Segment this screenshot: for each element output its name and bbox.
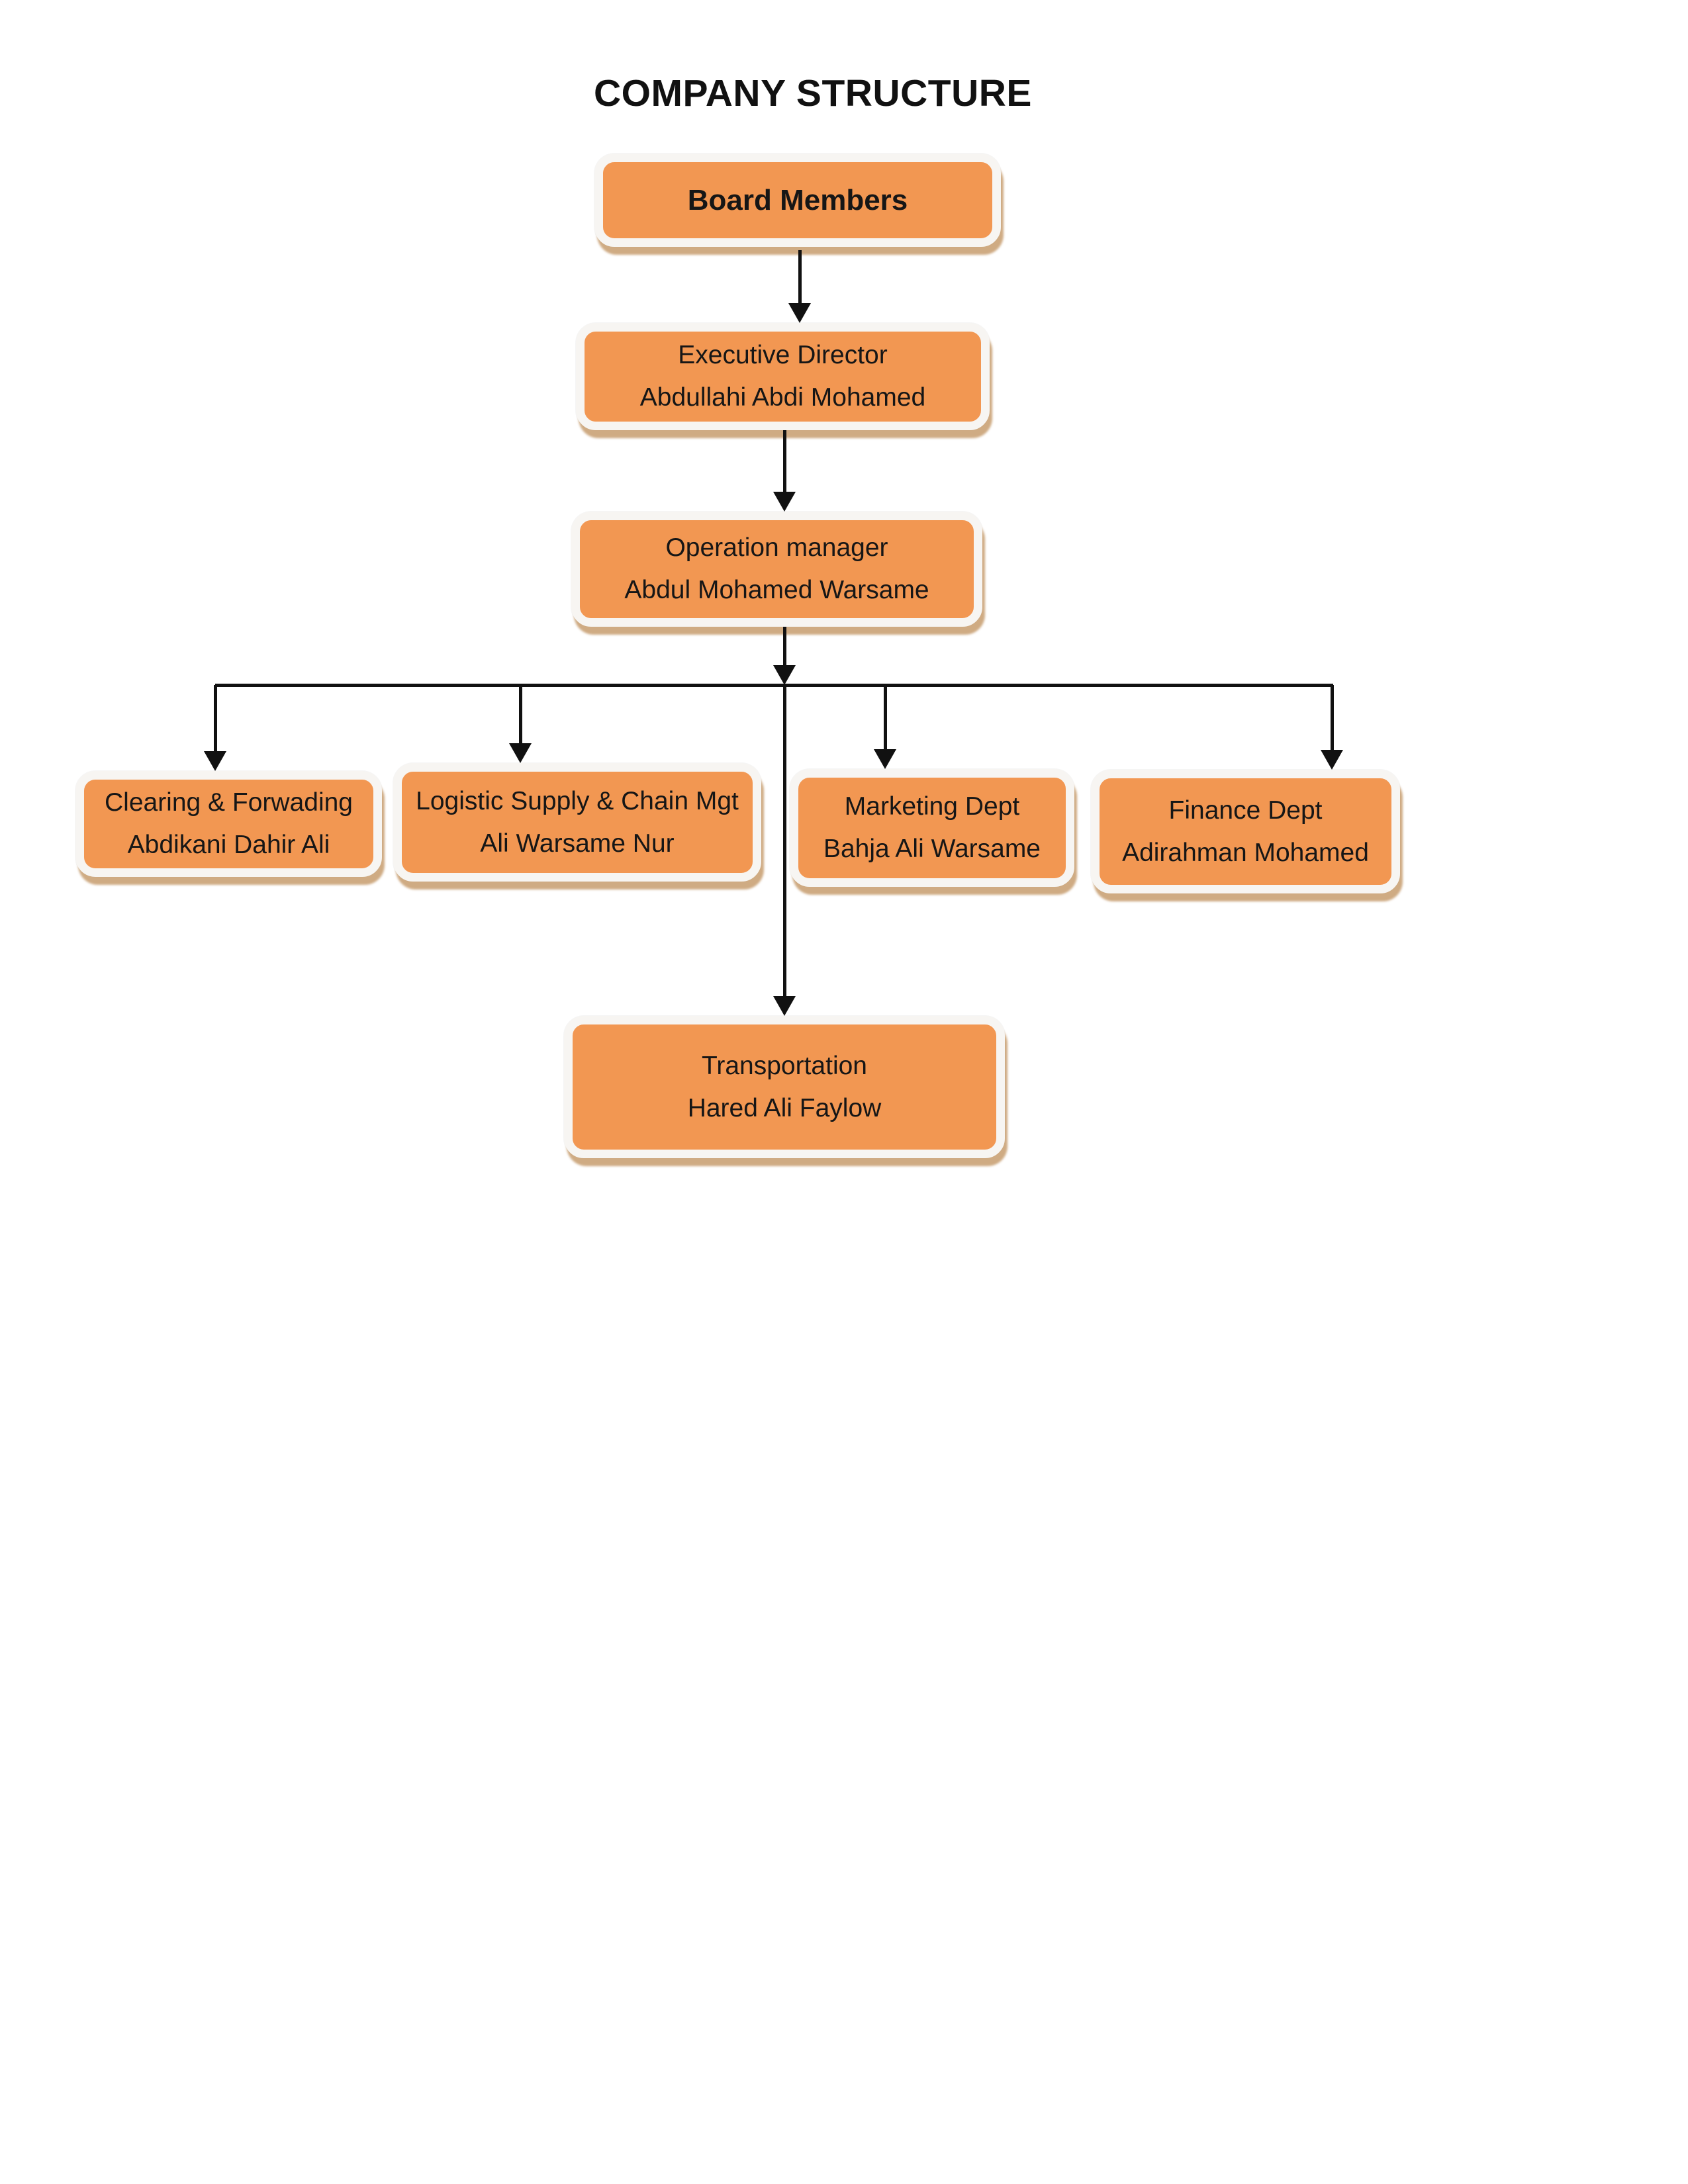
org-node-transportation: Transportation Hared Ali Faylow <box>564 1016 1005 1158</box>
node-title: Operation manager <box>665 533 888 562</box>
node-person-name: Abdullahi Abdi Mohamed <box>639 383 926 412</box>
connector-rail-finance-line <box>1331 685 1334 751</box>
org-node-operation-manager: Operation manager Abdul Mohamed Warsame <box>571 512 982 627</box>
org-node-executive-director: Executive Director Abdullahi Abdi Mohame… <box>576 323 990 430</box>
org-node-finance-dept: Finance Dept Adirahman Mohamed <box>1091 770 1400 893</box>
connector-rail-logistic-line <box>519 685 522 745</box>
node-title: Finance Dept <box>1168 796 1323 825</box>
connector-operation-rail-line <box>783 627 786 666</box>
node-title: Board Members <box>687 183 908 216</box>
arrowhead-icon <box>204 751 226 771</box>
node-title: Marketing Dept <box>844 792 1020 821</box>
node-title: Logistic Supply & Chain Mgt <box>416 786 739 815</box>
node-person-name: Ali Warsame Nur <box>480 829 675 858</box>
arrowhead-icon <box>874 749 896 769</box>
node-person-name: Abdikani Dahir Ali <box>127 831 330 859</box>
arrowhead-icon <box>1321 750 1343 770</box>
node-person-name: Adirahman Mohamed <box>1122 838 1369 867</box>
node-title: Clearing & Forwading <box>104 788 353 817</box>
org-node-logistic-supply: Logistic Supply & Chain Mgt Ali Warsame … <box>393 763 761 882</box>
connector-rail <box>215 684 1333 687</box>
arrowhead-icon <box>773 665 796 685</box>
org-node-marketing-dept: Marketing Dept Bahja Ali Warsame <box>790 769 1074 887</box>
arrowhead-icon <box>509 743 532 763</box>
org-node-clearing-forwarding: Clearing & Forwading Abdikani Dahir Ali <box>75 771 382 877</box>
node-person-name: Abdul Mohamed Warsame <box>624 576 929 604</box>
connector-rail-clearing-line <box>214 685 217 752</box>
connector-rail-transportation-line <box>783 687 786 997</box>
node-person-name: Bahja Ali Warsame <box>823 835 1041 863</box>
node-person-name: Hared Ali Faylow <box>687 1093 882 1122</box>
arrowhead-icon <box>788 303 811 323</box>
arrowhead-icon <box>773 492 796 512</box>
arrowhead-icon <box>773 996 796 1016</box>
connector-board-executive-line <box>798 250 802 304</box>
node-title: Executive Director <box>678 341 888 369</box>
node-title: Transportation <box>701 1051 867 1080</box>
connector-rail-marketing-line <box>884 685 887 751</box>
org-node-board-members: Board Members <box>594 154 1001 247</box>
page-title: COMPANY STRUCTURE <box>594 72 1032 114</box>
connector-executive-operation-line <box>783 430 786 493</box>
